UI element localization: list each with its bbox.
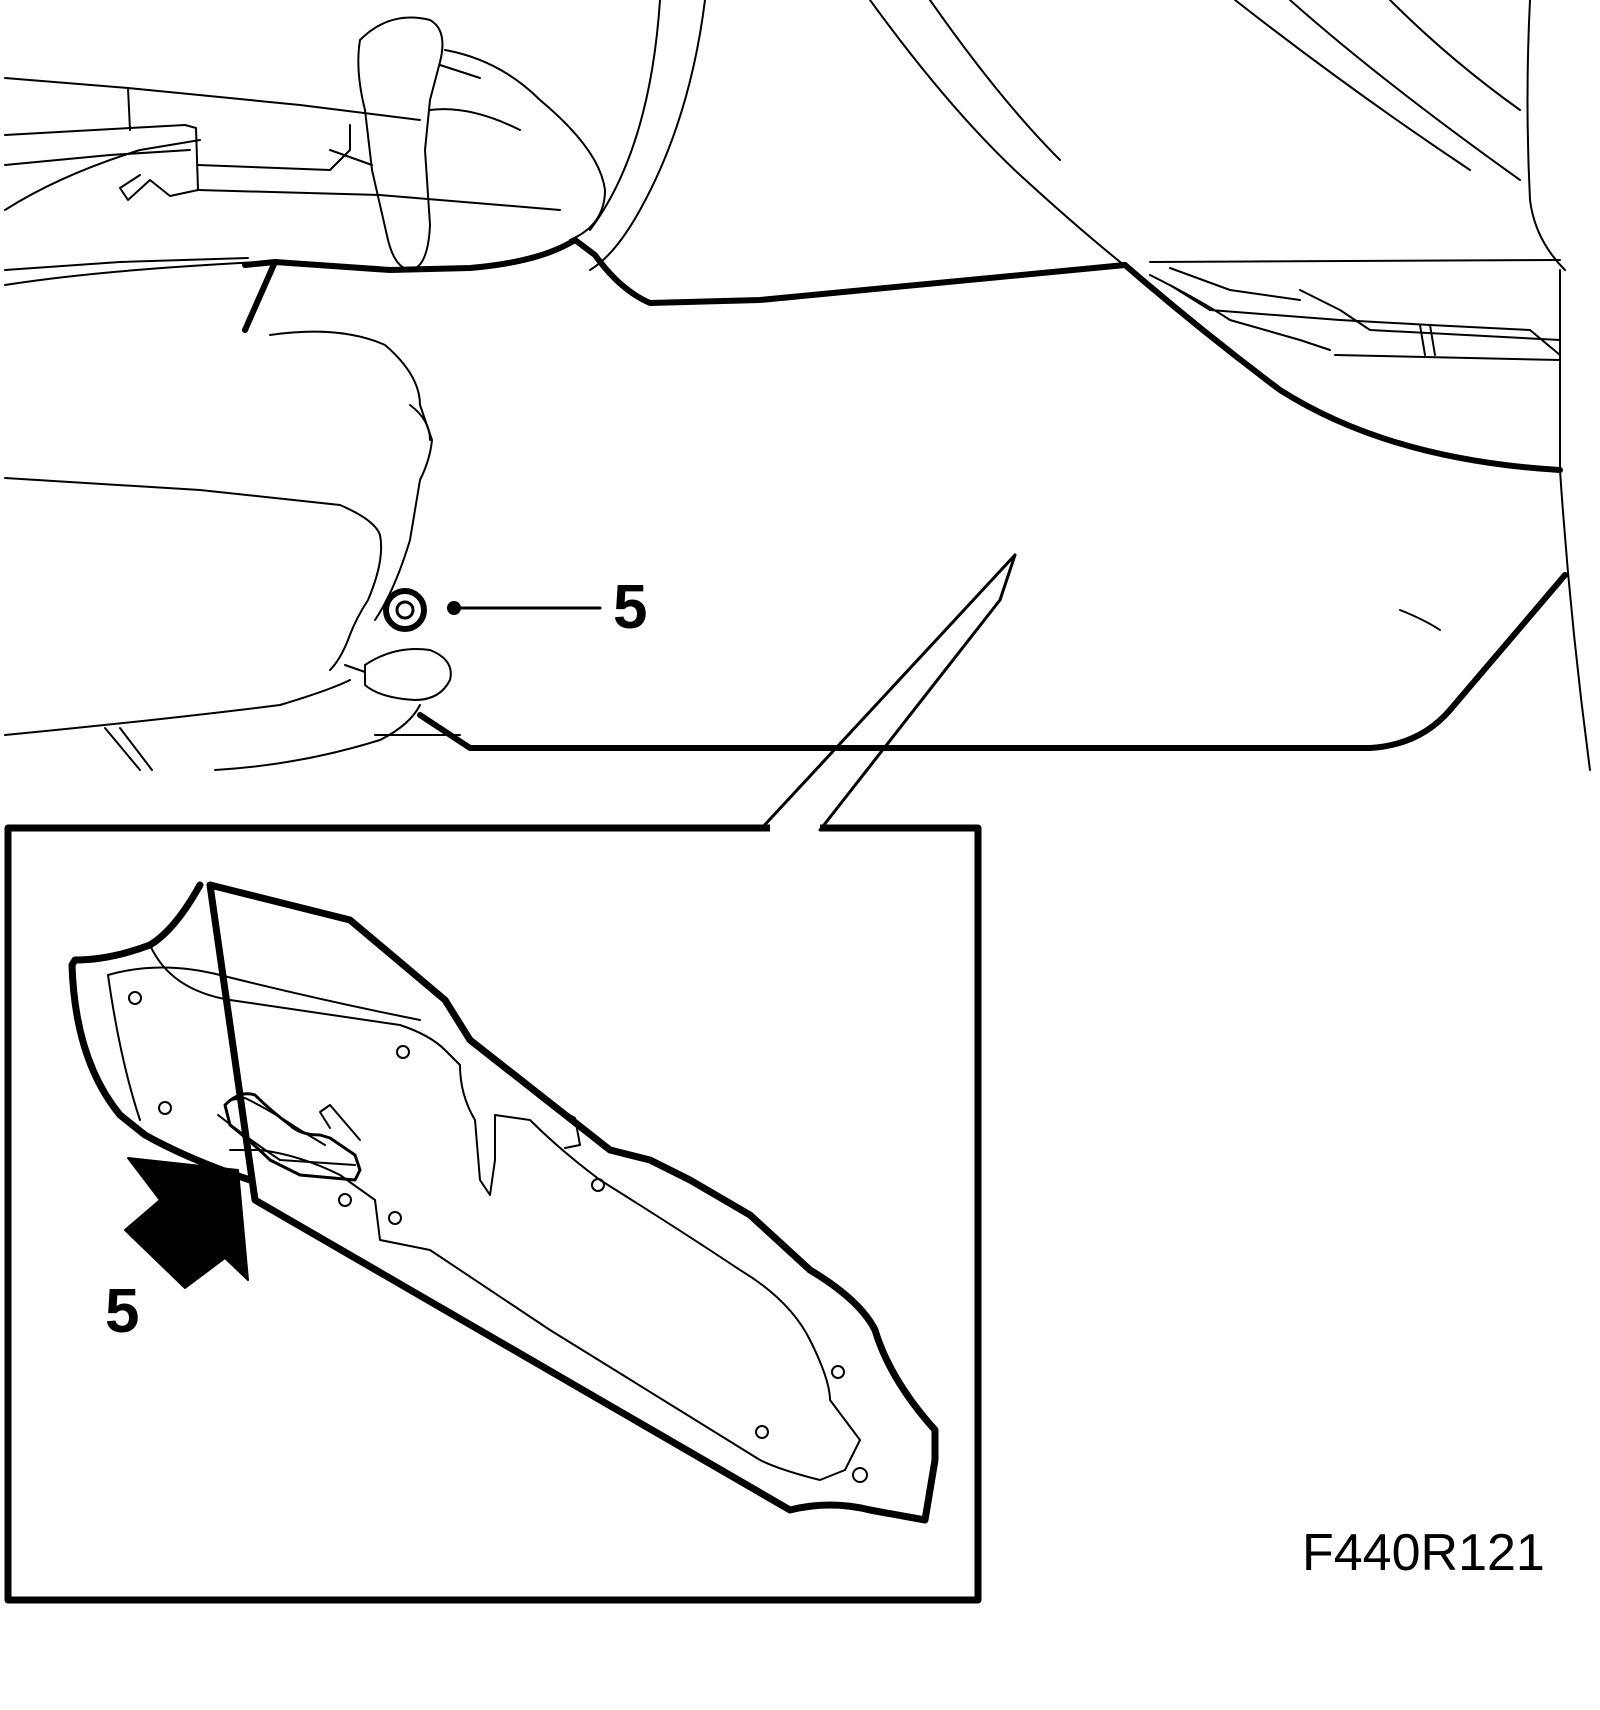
- trim-panel-detail: [68, 881, 939, 1524]
- callout-label-top: 5: [613, 573, 647, 642]
- figure-code: F440R121: [1302, 1524, 1545, 1582]
- push-arrow-icon: [124, 1157, 249, 1289]
- fastener-top: [344, 588, 452, 701]
- inset-frame: [4, 824, 982, 1604]
- car-interior-view: [4, 0, 1591, 832]
- callout-label-inset: 5: [105, 1277, 139, 1346]
- callout-leader-top: [447, 601, 602, 615]
